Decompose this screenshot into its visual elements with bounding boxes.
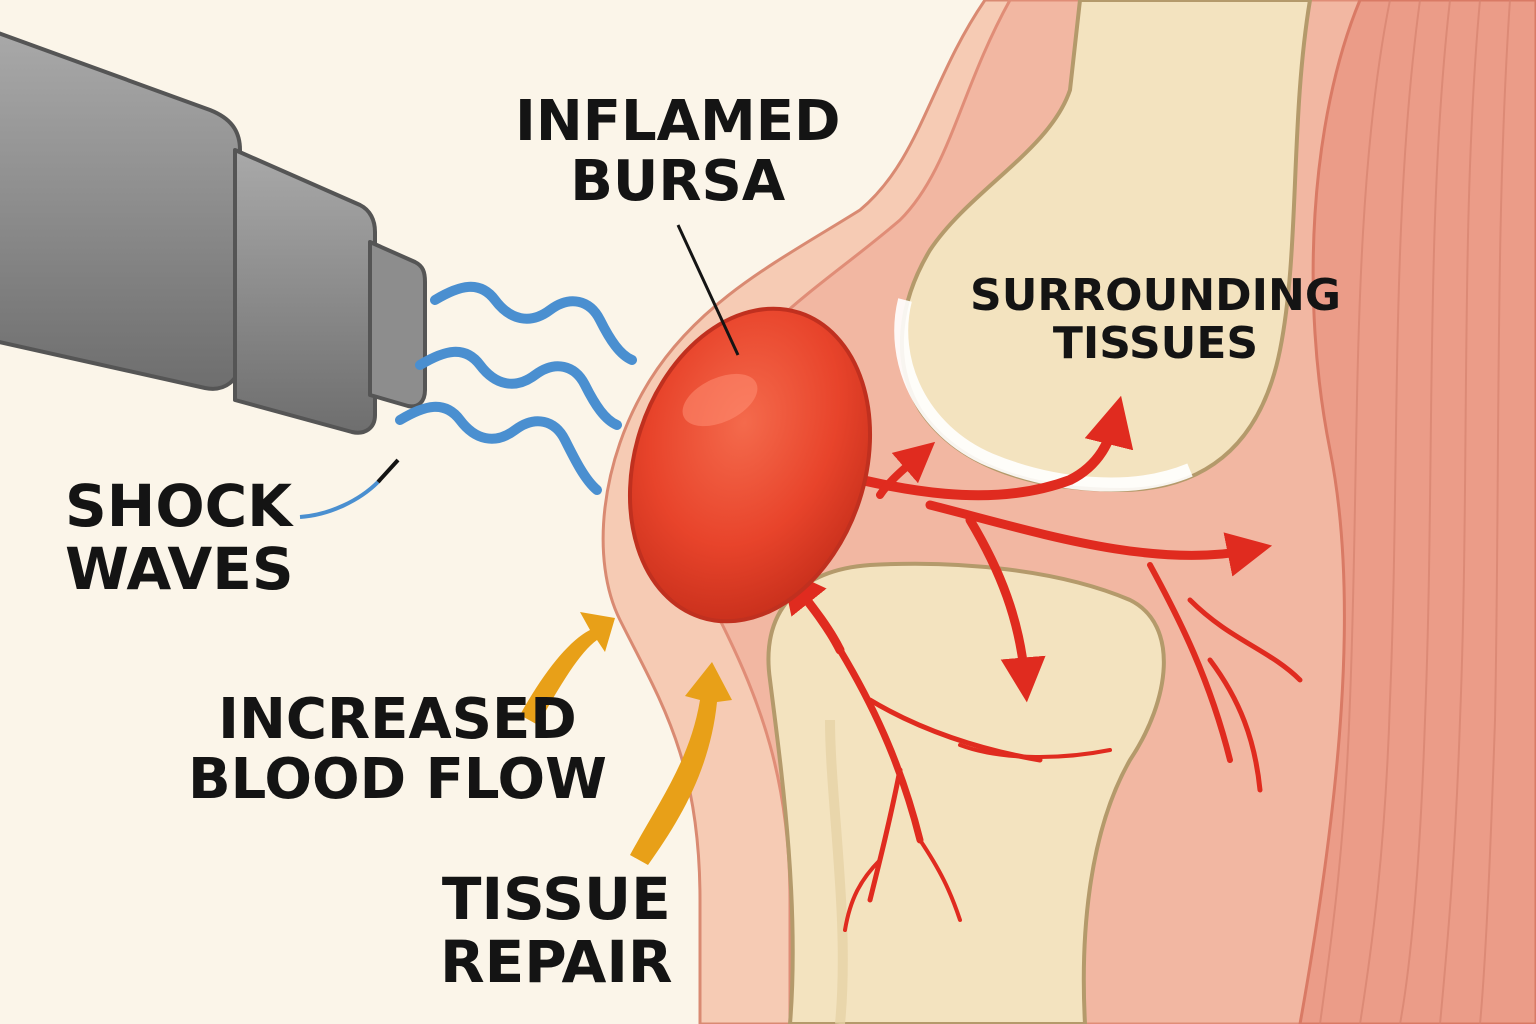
surrounding-tissues-line1: SURROUNDING — [970, 270, 1341, 321]
muscle-fibers — [1319, 0, 1511, 1024]
increased-blood-flow-line2: BLOOD FLOW — [188, 747, 607, 813]
inflamed-bursa-leader — [676, 224, 740, 356]
shockwave-applicator-icon — [0, 31, 427, 435]
increased-blood-flow-line1: INCREASED — [218, 687, 577, 752]
tissue-repair-line1: TISSUE — [441, 865, 671, 933]
tibia-shaft — [825, 719, 848, 1024]
blood-vessel-icon — [780, 395, 1303, 932]
bursa-icon — [627, 306, 873, 624]
surrounding-tissues-label: SURROUNDING TISSUES — [970, 272, 1341, 367]
surrounding-tissues-line2: TISSUES — [1052, 317, 1259, 369]
tissue-repair-line2: REPAIR — [440, 927, 673, 996]
inflamed-bursa-line1: INFLAMED — [515, 89, 841, 154]
increased-blood-flow-label: INCREASED BLOOD FLOW — [188, 687, 607, 813]
orange-arrow-icon — [520, 612, 732, 865]
shock-wave-icon — [395, 281, 637, 495]
muscle — [1298, 0, 1536, 1024]
shock-waves-label: SHOCK WAVES — [65, 475, 294, 600]
shock-waves-leader-tip — [376, 458, 400, 484]
shock-waves-line2: WAVES — [65, 534, 294, 603]
cartilage — [894, 298, 1193, 492]
shock-waves-line1: SHOCK — [65, 472, 293, 540]
shock-waves-leader — [299, 480, 380, 519]
inflamed-bursa-label: INFLAMED BURSA — [515, 89, 841, 215]
bursa-highlight — [682, 373, 758, 427]
inflamed-bursa-line2: BURSA — [570, 149, 786, 215]
tissue-repair-label: TISSUE REPAIR — [440, 868, 673, 993]
